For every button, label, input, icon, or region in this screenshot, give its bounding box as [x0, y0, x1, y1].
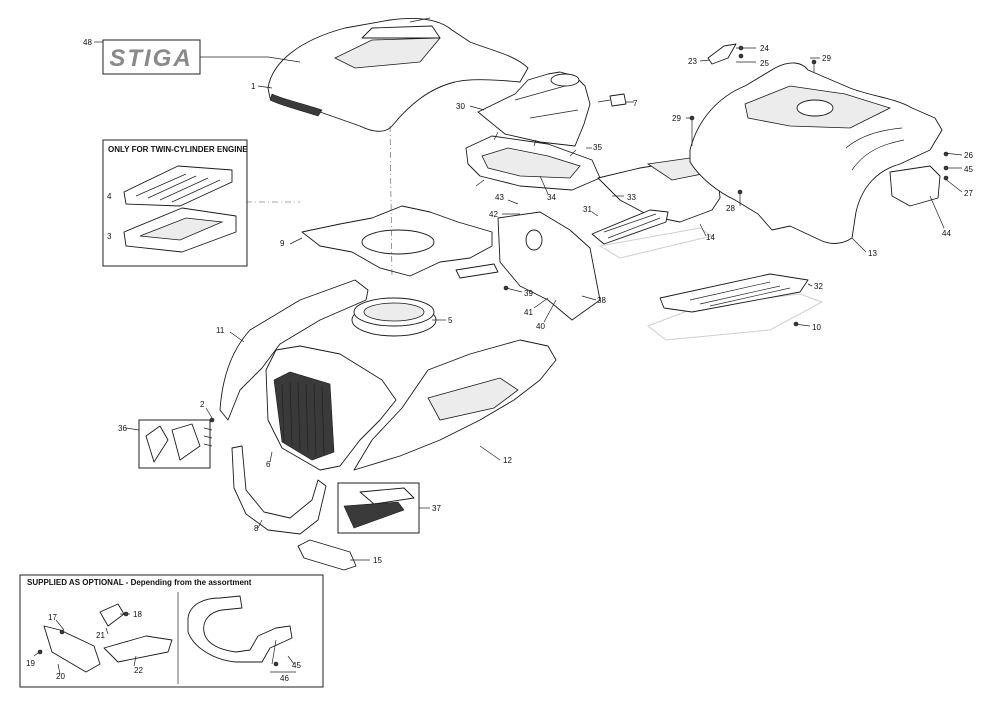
box-36: [138, 419, 213, 469]
callout-10: 10: [812, 323, 821, 332]
callout-33: 33: [627, 193, 636, 202]
callout-18: 18: [133, 610, 142, 619]
callout-3: 3: [107, 232, 112, 241]
callout-1: 1: [251, 82, 256, 91]
callout-37: 37: [432, 504, 441, 513]
callout-42: 42: [489, 210, 498, 219]
part-fan-shroud: [351, 297, 437, 337]
callout-11: 11: [216, 326, 225, 335]
callout-2: 2: [200, 400, 205, 409]
callout-labels: 48 1 30 7 23 24 25 29 29 35 26 45 27 34 …: [26, 38, 973, 683]
part-front-bumper: [231, 445, 327, 535]
callout-5: 5: [448, 316, 453, 325]
callout-25: 25: [760, 59, 769, 68]
part-footplate: [591, 209, 824, 341]
callout-31: 31: [583, 205, 592, 214]
callout-41: 41: [524, 308, 533, 317]
part-bracket-15: [297, 539, 357, 571]
part-front-grille: [265, 345, 397, 471]
callout-8: 8: [254, 524, 259, 533]
stiga-logo: STIGA: [109, 45, 192, 72]
callout-26: 26: [964, 151, 973, 160]
callout-45a: 45: [964, 165, 973, 174]
callout-12: 12: [503, 456, 512, 465]
callout-48: 48: [83, 38, 92, 47]
callout-46: 46: [280, 674, 289, 683]
callout-22: 22: [134, 666, 143, 675]
callout-35: 35: [593, 143, 602, 152]
part-hood: [267, 17, 529, 132]
callout-36: 36: [118, 424, 127, 433]
callout-29b: 29: [672, 114, 681, 123]
part-left-side-panel: [219, 279, 369, 421]
callout-17: 17: [48, 613, 57, 622]
callout-13: 13: [868, 249, 877, 258]
callout-7: 7: [633, 99, 638, 108]
callout-39: 39: [524, 289, 533, 298]
callout-43: 43: [495, 193, 504, 202]
callout-20: 20: [56, 672, 65, 681]
callout-27: 27: [964, 189, 973, 198]
optional-box: SUPPLIED AS OPTIONAL - Depending from th…: [19, 574, 324, 688]
callout-21: 21: [96, 631, 105, 640]
box-37: [337, 482, 420, 534]
stiga-logo-box: STIGA: [102, 39, 201, 75]
twin-cylinder-box: ONLY FOR TWIN-CYLINDER ENGINE: [102, 139, 248, 267]
hardware-markers: [37, 45, 949, 667]
callout-45b: 45: [292, 661, 301, 670]
callout-19: 19: [26, 659, 35, 668]
callout-24: 24: [760, 44, 769, 53]
callout-44: 44: [942, 229, 951, 238]
callout-9: 9: [280, 239, 285, 248]
part-rear-body: [689, 43, 943, 244]
twin-cylinder-box-title: ONLY FOR TWIN-CYLINDER ENGINE: [108, 145, 248, 154]
callout-40: 40: [536, 322, 545, 331]
callout-34: 34: [547, 193, 556, 202]
part-right-side-panel: [353, 339, 557, 471]
part-dashboard-cowl: [477, 71, 627, 147]
callout-28: 28: [726, 204, 735, 213]
callout-14: 14: [706, 233, 715, 242]
part-lower-frame: [301, 205, 493, 277]
callout-6: 6: [266, 460, 271, 469]
part-console: [455, 211, 601, 321]
callout-30: 30: [456, 102, 465, 111]
part-dashboard-panel: [465, 131, 601, 191]
callout-4: 4: [107, 192, 112, 201]
callout-38: 38: [597, 296, 606, 305]
callout-23: 23: [688, 57, 697, 66]
callout-15: 15: [373, 556, 382, 565]
alignment-lines: [246, 125, 393, 277]
optional-box-title: SUPPLIED AS OPTIONAL - Depending from th…: [27, 578, 252, 587]
callout-29a: 29: [822, 54, 831, 63]
callout-32: 32: [814, 282, 823, 291]
